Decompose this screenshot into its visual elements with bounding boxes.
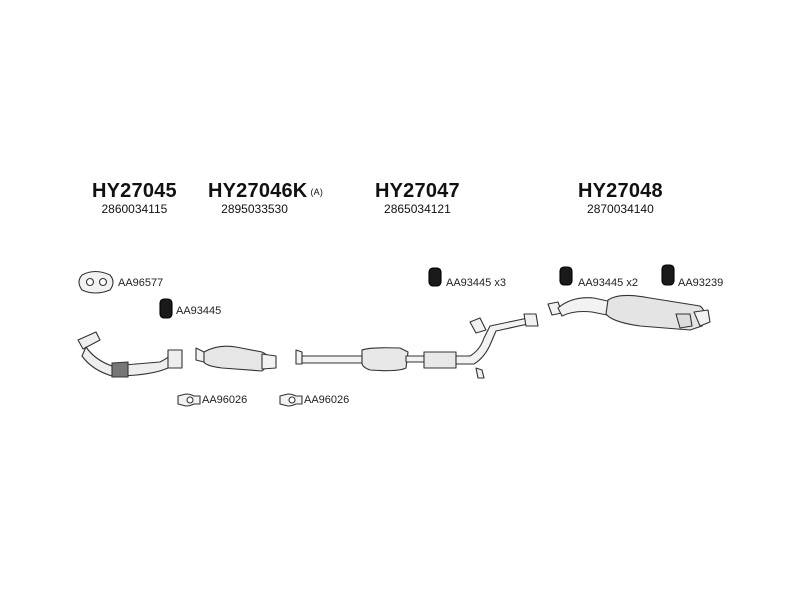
rubber-mount-icon	[559, 266, 573, 286]
section-code: HY27047	[375, 180, 460, 202]
part-label: AA93239	[678, 277, 724, 289]
section-code: HY27048	[578, 180, 663, 202]
gasket-aa96026-icon	[279, 393, 303, 407]
section-number: 2860034115	[101, 202, 168, 216]
part-label: AA96577	[118, 277, 164, 289]
section-code: HY27045	[92, 180, 177, 202]
gasket-aa96577-icon	[78, 270, 114, 294]
gasket-aa96026-icon	[177, 393, 201, 407]
rubber-mount-icon	[159, 298, 173, 319]
rear-muffler-icon	[547, 294, 711, 331]
part-label: AA96026	[304, 394, 350, 406]
rubber-mount-icon	[661, 264, 675, 286]
section-number: 2865034121	[384, 202, 451, 216]
section-hy27046k: HY27046K(A) 2895033530	[208, 180, 323, 216]
section-hy27048: HY27048 2870034140	[578, 180, 663, 216]
section-hy27045: HY27045 2860034115	[92, 180, 177, 216]
part-label: AA96026	[202, 394, 248, 406]
part-label: AA93445 x2	[578, 277, 638, 289]
catalytic-converter-icon	[195, 345, 277, 372]
rubber-mount-icon	[428, 267, 442, 287]
section-code: HY27046K(A)	[208, 180, 324, 202]
part-label: AA93445 x3	[446, 277, 506, 289]
section-number: 2895033530	[221, 202, 288, 216]
part-label: AA93445	[176, 305, 222, 317]
section-suffix: (A)	[310, 187, 324, 197]
section-number: 2870034140	[587, 202, 654, 216]
center-pipe-icon	[295, 313, 539, 379]
front-pipe-icon	[77, 331, 183, 378]
section-hy27047: HY27047 2865034121	[375, 180, 460, 216]
